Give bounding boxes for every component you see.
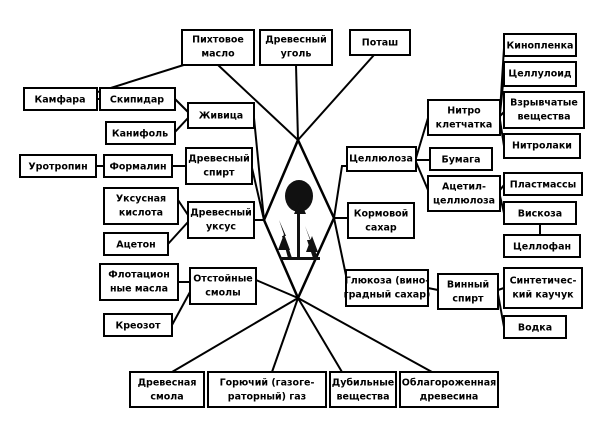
urotropine-box: Уротропин bbox=[19, 154, 97, 178]
acetone-box: Ацетон bbox=[103, 232, 169, 256]
rosin-box: Канифоль bbox=[105, 121, 176, 145]
tree-icon bbox=[278, 180, 320, 260]
nitrocellulose-label-2: клетчатка bbox=[436, 120, 493, 131]
wood-vinegar-box: Древесный уксус bbox=[187, 201, 255, 239]
feed-sugar-label-1: Кормовой bbox=[354, 209, 409, 220]
explosives-label-1: Взрывчатые bbox=[510, 98, 578, 109]
settled-tars-box: Отстойные смолы bbox=[189, 267, 257, 305]
wood-alcohol-label-2: спирт bbox=[203, 168, 235, 179]
glucose-label-2: градный сахар) bbox=[344, 290, 431, 301]
explosives-label-2: вещества bbox=[518, 112, 571, 123]
camphor-label: Камфара bbox=[35, 95, 86, 106]
urotropine-label: Уротропин bbox=[28, 162, 87, 173]
acetic-acid-box: Уксусная кислота bbox=[103, 187, 179, 225]
acetylcellulose-label-2: целлюлоза bbox=[433, 196, 495, 207]
fir-oil-box: Пихтовое масло bbox=[181, 29, 255, 66]
plastics-box: Пластмассы bbox=[503, 172, 583, 196]
nitrocellulose-label-1: Нитро bbox=[447, 106, 481, 117]
acetylcellulose-box: Ацетил- целлюлоза bbox=[427, 175, 501, 212]
ethyl-alcohol-label-2: спирт bbox=[452, 294, 484, 305]
improved-wood-label-2: древесина bbox=[420, 392, 479, 403]
nitrolacquers-box: Нитролаки bbox=[503, 133, 581, 159]
charcoal-label-2: уголь bbox=[281, 49, 312, 60]
improved-wood-box: Облагороженная древесина bbox=[399, 371, 499, 408]
film-box: Кинопленка bbox=[503, 33, 577, 57]
producer-gas-box: Горючий (газоге- раторный) газ bbox=[207, 371, 327, 408]
formalin-box: Формалин bbox=[103, 154, 173, 178]
central-diamond bbox=[262, 136, 336, 302]
wood-alcohol-label-1: Древесный bbox=[188, 154, 250, 165]
cellophane-box: Целлофан bbox=[503, 234, 581, 258]
nitrolacquers-label: Нитролаки bbox=[512, 141, 572, 152]
settled-tars-label-2: смолы bbox=[205, 288, 240, 299]
vodka-label: Водка bbox=[518, 323, 552, 334]
camphor-box: Камфара bbox=[23, 87, 98, 111]
formalin-label: Формалин bbox=[109, 162, 166, 173]
tannins-label-1: Дубильные bbox=[332, 378, 395, 389]
tannins-label-2: вещества bbox=[337, 392, 390, 403]
turpentine-box: Скипидар bbox=[99, 87, 176, 111]
producer-gas-label-1: Горючий (газоге- bbox=[220, 378, 315, 389]
acetic-acid-label-2: кислота bbox=[119, 208, 163, 219]
synthetic-rubber-label-2: кий каучук bbox=[512, 290, 574, 301]
glucose-box: Глюкоза (вино- градный сахар) bbox=[344, 269, 431, 307]
tannins-box: Дубильные вещества bbox=[329, 371, 397, 408]
feed-sugar-label-2: сахар bbox=[365, 223, 397, 234]
fir-oil-label-1: Пихтовое bbox=[192, 35, 244, 46]
celluloid-box: Целлулоид bbox=[503, 61, 577, 87]
wood-alcohol-box: Древесный спирт bbox=[185, 147, 253, 185]
improved-wood-label-1: Облагороженная bbox=[402, 378, 496, 389]
celluloid-label: Целлулоид bbox=[508, 69, 572, 80]
plastics-label: Пластмассы bbox=[510, 180, 577, 191]
viscose-label: Вискоза bbox=[518, 209, 562, 220]
feed-sugar-box: Кормовой сахар bbox=[347, 202, 415, 239]
resin-box: Живица bbox=[187, 102, 255, 129]
creosote-label: Креозот bbox=[115, 321, 161, 332]
wood-vinegar-label-1: Древесный bbox=[190, 208, 252, 219]
wood-tar-box: Древесная смола bbox=[129, 371, 205, 408]
ethyl-alcohol-box: Винный спирт bbox=[437, 273, 499, 310]
turpentine-label: Скипидар bbox=[110, 95, 164, 106]
flotation-oils-label-2: ные масла bbox=[110, 284, 168, 295]
film-label: Кинопленка bbox=[507, 41, 574, 52]
charcoal-box: Древесный уголь bbox=[259, 29, 333, 66]
rosin-label: Канифоль bbox=[112, 129, 168, 140]
acetic-acid-label-1: Уксусная bbox=[116, 194, 166, 205]
viscose-box: Вискоза bbox=[503, 201, 577, 225]
cellophane-label: Целлофан bbox=[513, 242, 571, 253]
flotation-oils-label-1: Флотацион bbox=[108, 270, 170, 281]
wood-vinegar-label-2: уксус bbox=[206, 222, 236, 233]
cellulose-box: Целлюлоза bbox=[346, 146, 417, 172]
paper-label: Бумага bbox=[442, 155, 481, 166]
fir-oil-label-2: масло bbox=[201, 49, 235, 60]
charcoal-label-1: Древесный bbox=[265, 35, 327, 46]
synthetic-rubber-label-1: Синтетичес- bbox=[510, 276, 577, 287]
synthetic-rubber-box: Синтетичес- кий каучук bbox=[503, 267, 583, 309]
cellulose-label: Целлюлоза bbox=[349, 154, 413, 165]
potash-label: Поташ bbox=[362, 38, 398, 49]
settled-tars-label-1: Отстойные bbox=[193, 274, 253, 285]
paper-box: Бумага bbox=[429, 147, 493, 171]
producer-gas-label-2: раторный) газ bbox=[228, 392, 306, 403]
potash-box: Поташ bbox=[349, 29, 411, 56]
connector-lines bbox=[96, 47, 541, 373]
acetylcellulose-label-1: Ацетил- bbox=[442, 182, 486, 193]
vodka-box: Водка bbox=[503, 315, 567, 339]
acetone-label: Ацетон bbox=[116, 240, 155, 251]
nitrocellulose-box: Нитро клетчатка bbox=[427, 99, 501, 136]
resin-label: Живица bbox=[199, 111, 243, 122]
ethyl-alcohol-label-1: Винный bbox=[447, 280, 489, 291]
wood-tar-label-2: смола bbox=[150, 392, 183, 403]
creosote-box: Креозот bbox=[103, 313, 173, 337]
wood-tar-label-1: Древесная bbox=[138, 378, 197, 389]
explosives-box: Взрывчатые вещества bbox=[503, 91, 585, 129]
glucose-label-1: Глюкоза (вино- bbox=[345, 276, 430, 287]
flotation-oils-box: Флотацион ные масла bbox=[99, 263, 179, 301]
